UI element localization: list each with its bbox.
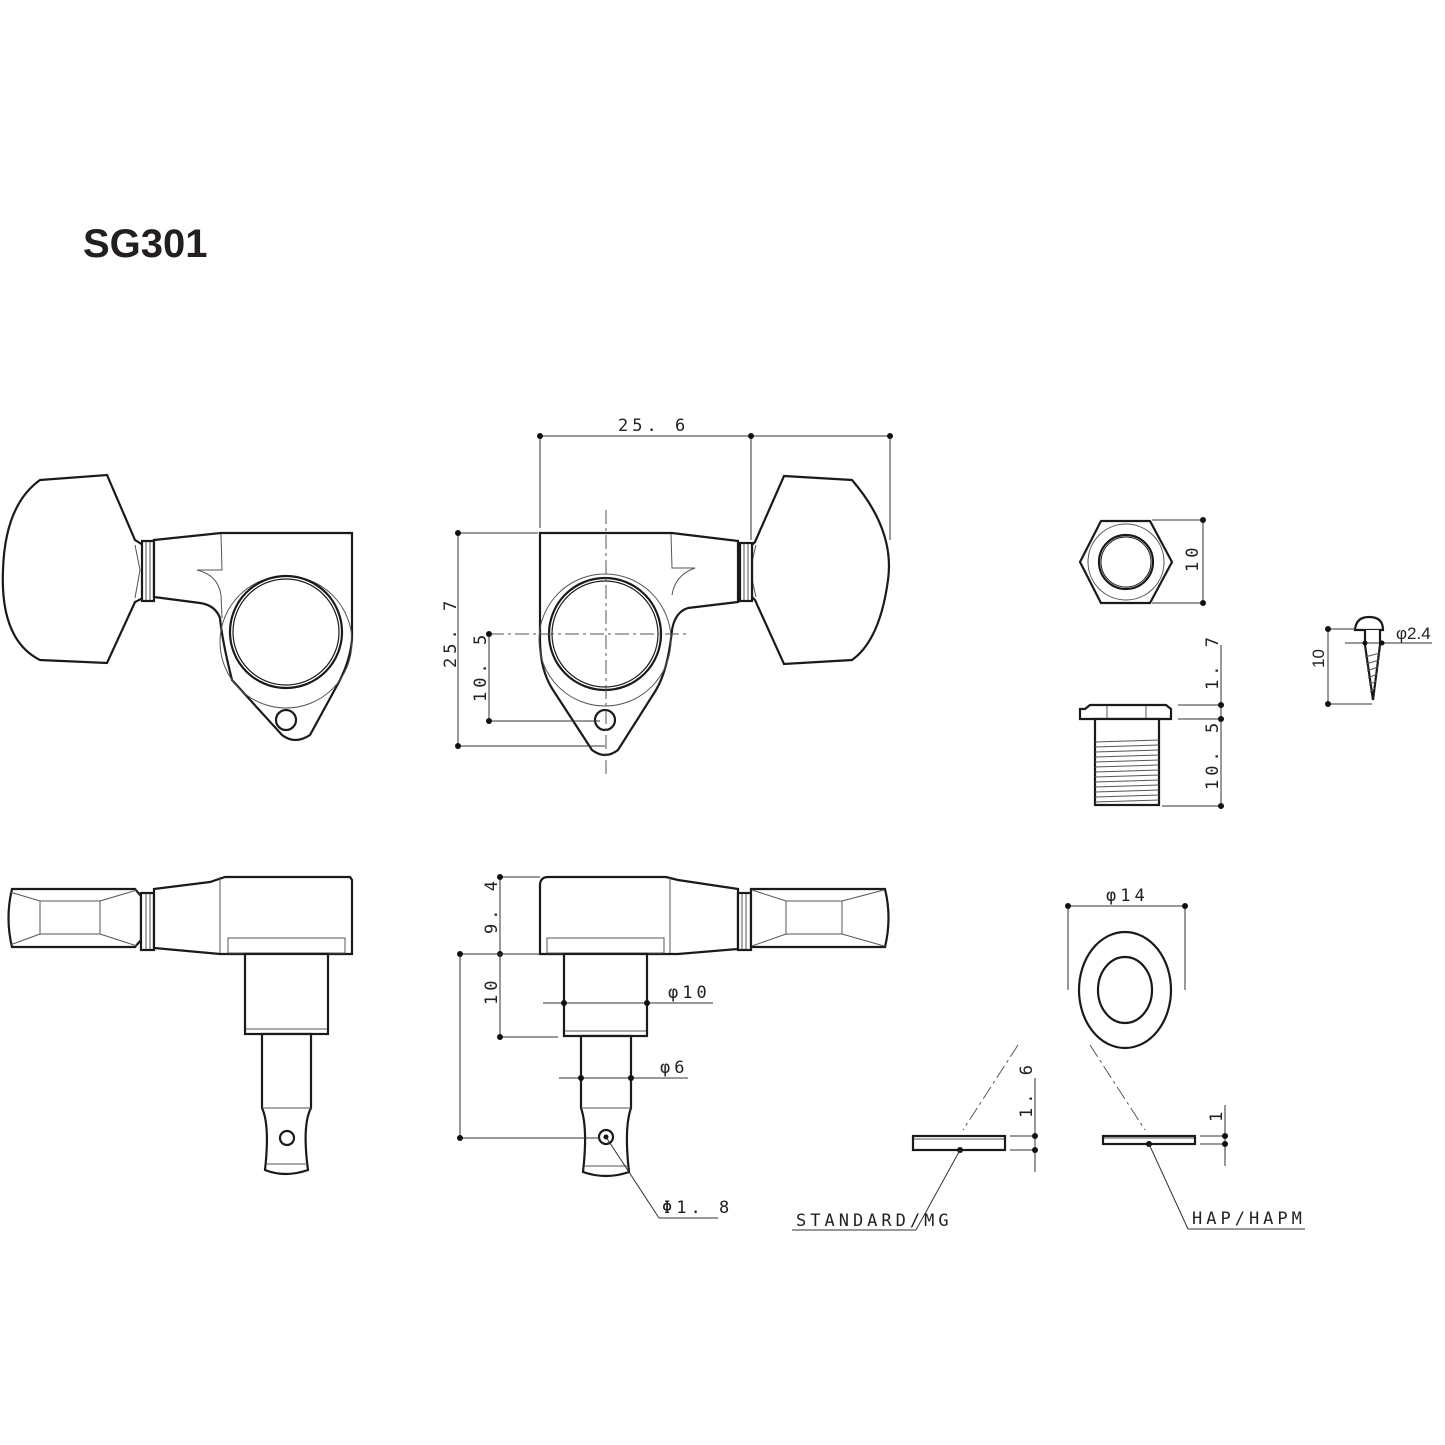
housing — [538, 531, 740, 757]
dim-washer-diameter-14: φ14 — [1106, 886, 1149, 906]
label-hap-hapm: HAP/HAPM — [1192, 1209, 1306, 1229]
tuner-button — [1, 473, 145, 665]
dim-string-hole-1-8: Φ1. 8 — [662, 1198, 733, 1218]
housing — [152, 531, 354, 742]
washer-views: φ14 1. 6 STANDARD/MG 1 HAP/HAPM — [792, 886, 1306, 1231]
mounting-screw: φ2.4 10 — [1309, 615, 1432, 707]
dim-bushing-hex-10: 10 — [1183, 544, 1203, 572]
dim-height-25-7: 25. 7 — [441, 597, 461, 668]
dim-screw-diameter-2-4: φ2.4 — [1396, 624, 1431, 643]
dim-post-diameter-6: φ6 — [660, 1058, 688, 1078]
front-view-dimensioned: 25. 6 25. 7 10. 5 — [441, 416, 893, 778]
model-title: SG301 — [83, 222, 208, 266]
dim-screw-length-10: 10 — [1309, 649, 1328, 668]
side-view-plain — [7, 875, 354, 1176]
dim-width-25-6: 25. 6 — [618, 416, 689, 436]
side-view-dimensioned: 9. 4 10 φ10 φ6 Φ1. 8 — [457, 874, 890, 1219]
dim-bushing-flange-1-7: 1. 7 — [1203, 633, 1223, 690]
bushing-side-view: 1. 7 10. 5 — [1078, 633, 1224, 809]
dim-housing-height-9-4: 9. 4 — [482, 877, 502, 934]
front-view-plain — [1, 473, 354, 742]
dim-standard-thickness-1-6: 1. 6 — [1017, 1061, 1037, 1118]
dim-hole-offset-10-5: 10. 5 — [471, 631, 491, 702]
label-standard-mg: STANDARD/MG — [796, 1211, 953, 1231]
dim-bushing-thread-10-5: 10. 5 — [1203, 719, 1223, 790]
dim-post-diameter-10: φ10 — [668, 983, 711, 1003]
tuner-button — [750, 474, 890, 666]
dim-post-length-10: 10 — [482, 977, 502, 1005]
dim-hap-thickness-1: 1 — [1207, 1108, 1227, 1122]
bushing-top-view: 10 — [1078, 517, 1206, 606]
